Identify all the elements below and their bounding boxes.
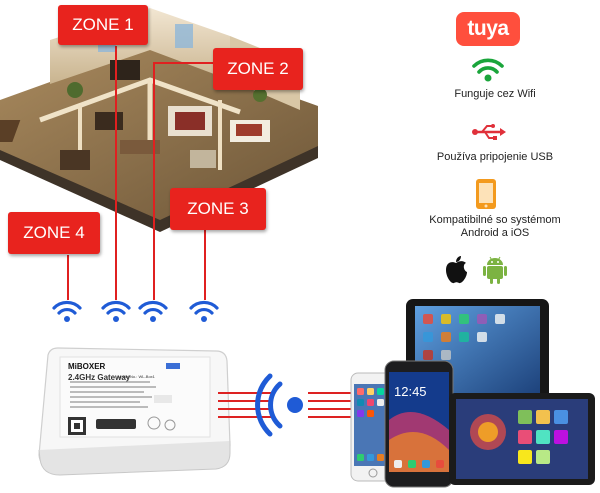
feature-compatibility-label: Kompatibilné so systémom Android a iOS bbox=[429, 214, 561, 239]
gateway-model-label: Model No.: WL-Box1 bbox=[118, 374, 155, 379]
zone-3-callout: ZONE 3 bbox=[170, 188, 266, 230]
zone2-line-horizontal bbox=[153, 62, 215, 64]
wifi-icon bbox=[472, 58, 504, 82]
usb-icon bbox=[472, 124, 506, 140]
wifi-signal-zone4-icon bbox=[52, 300, 82, 322]
android-tablet-device bbox=[449, 393, 595, 485]
wifi-signal-zone3-icon bbox=[189, 300, 219, 322]
gateway-brand-label: MiBOXER bbox=[68, 362, 106, 371]
gateway-device bbox=[38, 347, 231, 476]
zone3-line bbox=[204, 228, 206, 300]
wifi-signal-zone2-icon bbox=[138, 300, 168, 322]
feature-usb-label: Používa pripojenie USB bbox=[436, 151, 554, 163]
broadcast-wifi-icon bbox=[255, 373, 303, 437]
zone-2-callout: ZONE 2 bbox=[213, 48, 303, 90]
zone4-line bbox=[67, 255, 69, 300]
smartphone-icon bbox=[476, 179, 496, 209]
zone1-line bbox=[115, 46, 117, 300]
samsung-phone-device bbox=[384, 360, 454, 488]
tuya-logo: tuya bbox=[456, 12, 520, 46]
zone2-line bbox=[153, 62, 155, 300]
apple-icon bbox=[446, 256, 467, 284]
wifi-signal-zone1-icon bbox=[101, 300, 131, 322]
android-icon bbox=[483, 256, 507, 284]
house-floorplan-illustration bbox=[0, 8, 318, 232]
zone-1-callout: ZONE 1 bbox=[58, 5, 148, 45]
zone-4-callout: ZONE 4 bbox=[8, 212, 100, 254]
feature-wifi-label: Funguje cez Wifi bbox=[454, 88, 536, 100]
phone-clock: 12:45 bbox=[394, 384, 427, 399]
gateway-title-label: 2.4GHz Gateway bbox=[68, 373, 131, 382]
